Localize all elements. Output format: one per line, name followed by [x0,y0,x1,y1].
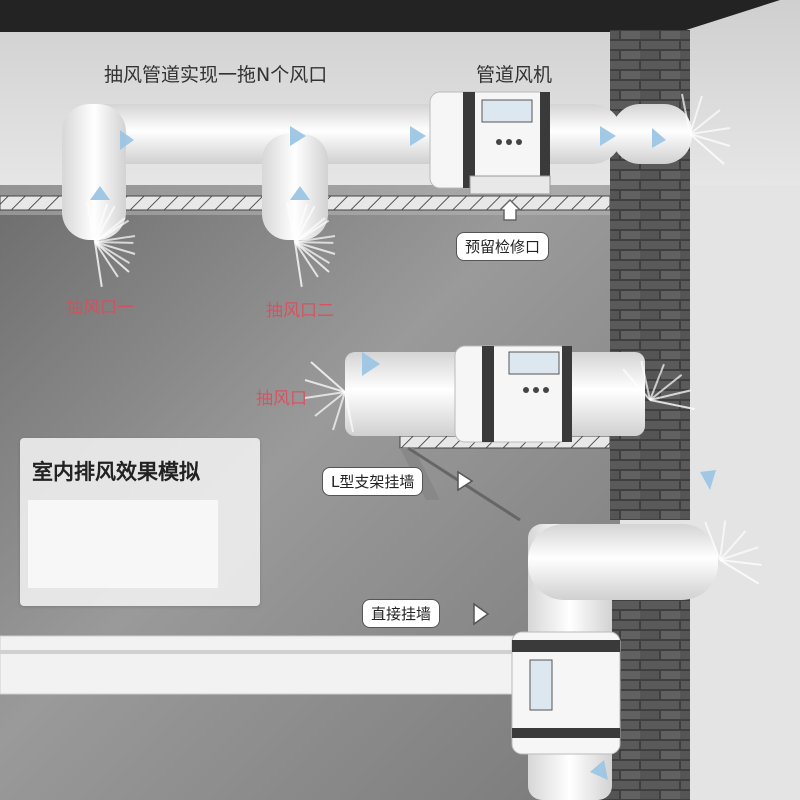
intake-label: 抽风口 [256,389,307,409]
reserved-access-pill: 预留检修口 [456,232,550,261]
arrow-right-icon [362,352,380,376]
arrow-right-icon [700,470,716,490]
intake-1-label: 抽风口一 [66,298,134,318]
arrow-right-icon [120,130,134,150]
arrow-right-icon [290,126,306,146]
arrow-up-icon [590,760,608,780]
arrow-up-icon [290,186,310,200]
arrow-right-icon [652,128,666,148]
duct-one-to-many-label: 抽风管道实现一拖N个风口 [104,64,328,86]
brick-column-upper [610,30,690,360]
duct-drop-1 [62,104,126,240]
arrow-up-icon [90,186,110,200]
ceiling-beam [0,0,780,32]
direct-hang-pill: 直接挂墙 [362,599,441,628]
arrow-right-icon [473,602,490,626]
arrow-right-icon [600,126,616,146]
duct-fan-label: 管道风机 [476,64,553,86]
arrow-right-icon [457,470,474,492]
arrow-right-icon [410,126,426,146]
simulation-panel-title: 室内排风效果模拟 [32,460,200,484]
lower-ledge [0,635,521,695]
simulation-panel: 室内排风效果模拟 [20,438,260,606]
house-icon [498,198,522,221]
intake-2-label: 抽风口二 [266,301,334,321]
simulation-panel-box [28,500,218,588]
l-bracket-pill: L型支架挂墙 [322,467,424,496]
